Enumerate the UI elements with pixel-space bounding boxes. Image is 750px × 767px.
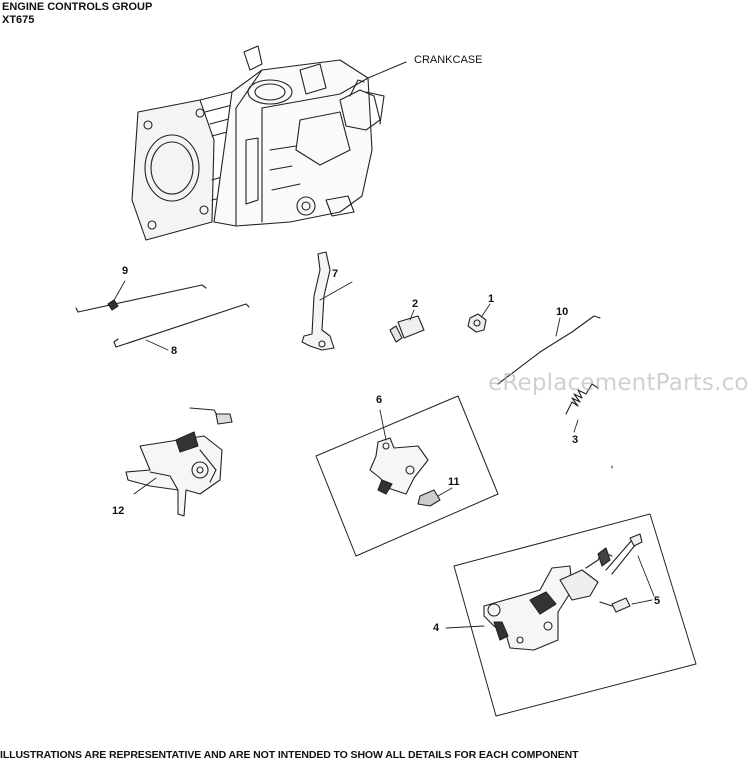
callout-7: 7	[332, 268, 339, 280]
callout-4: 4	[433, 622, 440, 634]
part-12-control-assembly	[125, 407, 233, 517]
watermark: eReplacementParts.com	[488, 370, 750, 396]
callout-3: 3	[572, 434, 579, 446]
callout-8: 8	[171, 345, 178, 357]
part-2-bolt	[389, 309, 425, 343]
diagram-title: ENGINE CONTROLS GROUP	[2, 1, 153, 13]
callout-12: 12	[112, 505, 125, 517]
crankcase-part	[131, 45, 407, 241]
part-1-nut	[467, 303, 491, 333]
part-9-link-rod	[75, 280, 207, 313]
callout-2: 2	[412, 298, 419, 310]
part-7-throttle-arm	[301, 251, 353, 351]
callout-crankcase: CRANKCASE	[414, 54, 483, 66]
disclaimer-footer: ILLUSTRATIONS ARE REPRESENTATIVE AND ARE…	[0, 749, 579, 761]
callout-11: 11	[448, 476, 460, 488]
part-6-box	[315, 395, 499, 557]
model-label: XT675	[2, 14, 35, 26]
part-4-box	[445, 513, 697, 717]
callout-6: 6	[376, 394, 383, 406]
part-3-spring	[565, 383, 599, 433]
callout-5: 5	[654, 595, 661, 607]
callout-9: 9	[122, 265, 129, 277]
part-10-wire	[497, 315, 601, 385]
part-8-link-rod	[113, 303, 250, 351]
callout-10: 10	[556, 306, 569, 318]
callout-1: 1	[488, 293, 495, 305]
